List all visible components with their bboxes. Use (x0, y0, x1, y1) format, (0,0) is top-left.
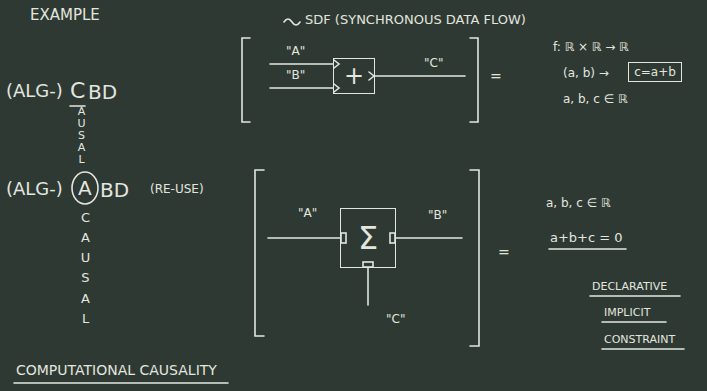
port (334, 60, 339, 68)
sum-block: Σ (340, 208, 396, 268)
heading: EXAMPLE (30, 6, 100, 24)
port (369, 72, 374, 80)
heading: COMPUTATIONAL CAUSALITY (16, 362, 217, 379)
signal-name: "C" (386, 312, 405, 326)
note: (ALG-) (6, 80, 63, 102)
vertical-word: AUSAL (76, 106, 87, 166)
port (341, 233, 346, 243)
signal-name: "B" (428, 208, 447, 222)
formula: f: ℝ × ℝ → ℝ (553, 40, 629, 54)
bracket (470, 170, 479, 346)
note: BD (100, 178, 129, 202)
wire (270, 63, 333, 65)
result-box: c=a+b (628, 62, 682, 82)
node-text: + (344, 64, 364, 88)
equals-sign: = (490, 68, 502, 85)
port (363, 262, 373, 267)
tilde-mark (284, 19, 300, 25)
wire (396, 237, 462, 239)
wire (367, 268, 369, 305)
wire (268, 237, 340, 239)
note: (RE-USE) (150, 182, 204, 196)
underline (602, 348, 684, 350)
formula: a+b+c = 0 (550, 230, 623, 246)
underline (549, 248, 626, 250)
signal-name: "C" (424, 56, 443, 70)
vertical-word: CAUSAL (79, 208, 92, 329)
letter: C (70, 78, 85, 104)
note: DECLARATIVE (592, 280, 667, 293)
subtitle: SDF (SYNCHRONOUS DATA FLOW) (305, 12, 526, 28)
note: (ALG-) (6, 178, 63, 200)
underline (14, 382, 228, 384)
note: IMPLICIT (604, 306, 650, 319)
node-text: c=a+b (634, 66, 676, 78)
circle-mark (72, 172, 98, 204)
bracket (470, 38, 478, 122)
note: CONSTRAINT (604, 333, 675, 346)
signal-name: "A" (298, 206, 317, 220)
port (334, 84, 339, 92)
bracket (242, 38, 250, 122)
formula: a, b, c ∈ ℝ (546, 196, 610, 210)
port (390, 233, 395, 243)
signal-name: "A" (286, 44, 305, 58)
formula: a, b, c ∈ ℝ (563, 92, 627, 106)
wire (270, 87, 333, 89)
node-text: Σ (358, 222, 378, 254)
bracket (255, 170, 264, 336)
equals-sign: = (498, 244, 510, 261)
wire (375, 75, 465, 77)
letter: A (78, 176, 92, 200)
underline (602, 321, 666, 323)
formula: (a, b) → (563, 66, 609, 80)
note: BD (88, 80, 117, 104)
signal-name: "B" (286, 68, 305, 82)
adder-block: + (333, 58, 375, 94)
underline (590, 295, 680, 297)
